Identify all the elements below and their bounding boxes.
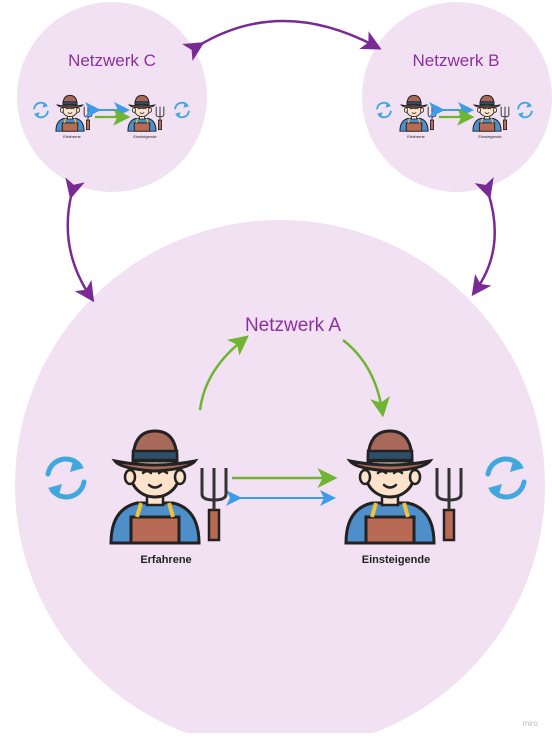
- role-experienced-label: Erfahrene: [140, 554, 191, 566]
- network-b-circle: [362, 2, 552, 192]
- arrow-experienced-to-network: [198, 335, 249, 411]
- arrow-b-a: [471, 177, 496, 297]
- mini-diagram-c: Erfahrene Einsteigende: [33, 94, 190, 139]
- network-b-label: Netzwerk B: [413, 51, 500, 70]
- watermark: miro: [522, 719, 538, 728]
- mini-beginner-label: Einsteigende: [133, 134, 157, 139]
- network-a-circle: [15, 220, 545, 738]
- mini-experienced-label: Erfahrene: [63, 134, 81, 139]
- arrow-c-a: [65, 177, 95, 303]
- mini-beginner-label: Einsteigende: [478, 134, 502, 139]
- arrow-network-to-beginner: [342, 339, 390, 418]
- role-beginner-label: Einsteigende: [362, 554, 430, 566]
- network-c-circle: [17, 2, 207, 192]
- mini-experienced-label: Erfahrene: [407, 134, 425, 139]
- arrow-c-b: [182, 19, 382, 62]
- mini-diagram-b: Erfahrene Einsteigende: [376, 94, 533, 139]
- network-c-label: Netzwerk C: [68, 51, 156, 70]
- network-a-label: Netzwerk A: [245, 315, 341, 336]
